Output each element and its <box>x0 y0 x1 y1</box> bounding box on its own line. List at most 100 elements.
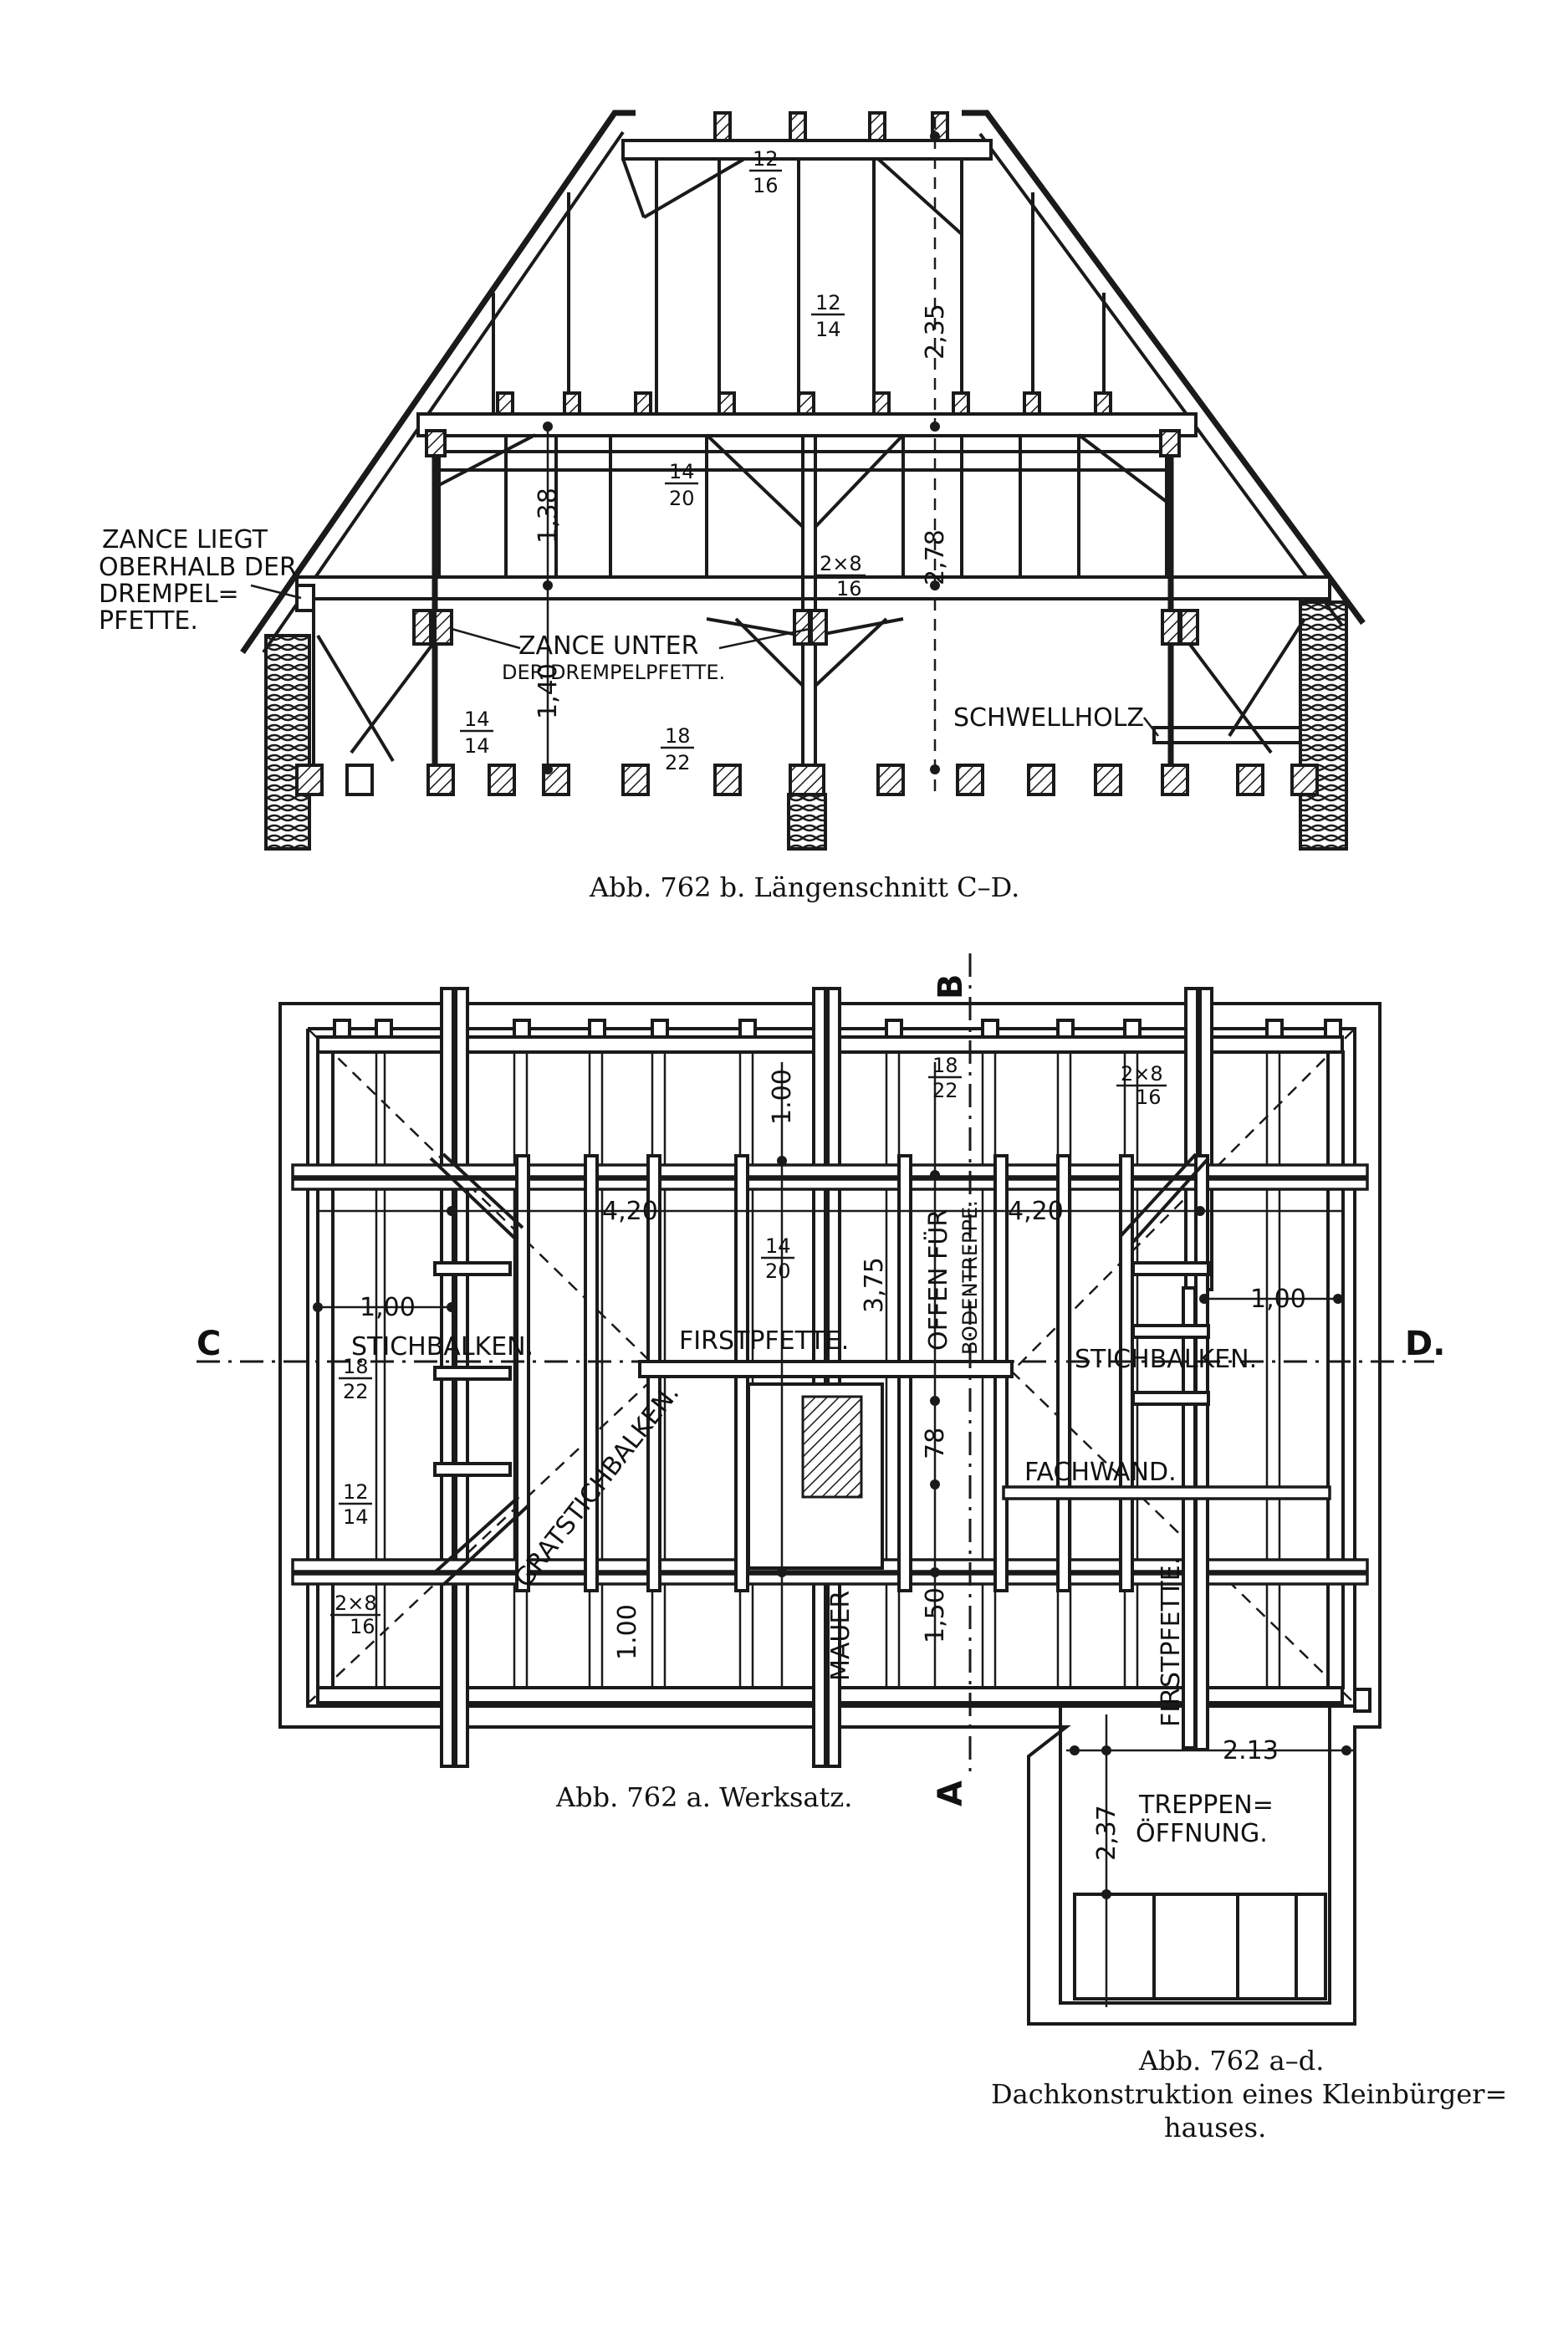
stichbalken-left-beams <box>433 1261 512 1477</box>
size-12-14: 12 14 <box>811 291 845 341</box>
figure-caption: Abb. 762 a–d. Dachkonstruktion eines Kle… <box>991 2045 1507 2143</box>
purlin-bottom-2 <box>291 1572 1369 1586</box>
purlin-cuts-middle <box>496 391 1112 416</box>
svg-text:22: 22 <box>343 1380 369 1403</box>
svg-text:2×8: 2×8 <box>820 552 862 575</box>
svg-text:ZANCE LIEGT: ZANCE LIEGT <box>102 525 268 554</box>
svg-text:PFETTE.: PFETTE. <box>99 606 198 636</box>
roof-slope-right-inner <box>978 132 1344 627</box>
plan-size-12-14: 12 14 <box>339 1480 372 1529</box>
note-zange-unter: ZANCE UNTER DER DREMPELPFETTE. <box>451 627 810 684</box>
left-wall <box>264 634 311 851</box>
stichbalken-right-beams <box>1131 1261 1210 1406</box>
stair-hatch <box>801 1395 863 1499</box>
note-zange-liegt: ZANCE LIEGT OBERHALB DER DREMPEL= PFETTE… <box>99 525 302 636</box>
stair-lower <box>1073 1893 1327 2000</box>
dim-138: 1,38 <box>534 488 563 544</box>
size-14-20: 14 20 <box>665 460 698 510</box>
svg-text:20: 20 <box>765 1259 791 1283</box>
svg-text:16: 16 <box>1136 1086 1162 1109</box>
upper-braces <box>621 157 963 236</box>
collar-posts <box>713 111 949 142</box>
firstpfette-beam <box>638 1360 1014 1378</box>
label-offen-2: BODENTREPPE. <box>958 1200 982 1355</box>
size-2x8-16: 2×8 16 <box>815 552 866 600</box>
svg-text:14: 14 <box>464 708 490 731</box>
label-treppen-2: ÖFFNUNG. <box>1136 1818 1268 1848</box>
svg-text:hauses.: hauses. <box>1164 2112 1266 2143</box>
beam-cuts-bottom <box>295 764 1319 796</box>
label-stichbalken-right: STICHBALKEN. <box>1075 1345 1257 1374</box>
svg-text:20: 20 <box>669 487 695 510</box>
svg-text:12: 12 <box>815 291 841 314</box>
svg-text:18: 18 <box>932 1054 958 1077</box>
dim-140: 1,40 <box>534 663 563 719</box>
plan-size-18-22-left: 18 22 <box>339 1355 372 1403</box>
label-mauer: MAUER <box>826 1591 856 1681</box>
svg-text:12: 12 <box>343 1480 369 1504</box>
svg-text:16: 16 <box>836 577 862 600</box>
grat-beams <box>429 1152 1210 1586</box>
label-firstpfette: FIRSTPFETTE. <box>679 1326 849 1356</box>
plan-dim-100-left: 1,00 <box>360 1293 416 1322</box>
purlin-top-2 <box>291 1178 1369 1191</box>
size-14-14: 14 14 <box>460 708 493 758</box>
plan-dim-420-left: 4,20 <box>602 1197 658 1226</box>
plan-size-2x8-16-left: 2×8 16 <box>330 1592 381 1638</box>
roof-slope-left-inner <box>262 130 625 654</box>
svg-text:2×8: 2×8 <box>1121 1062 1163 1086</box>
svg-text:DREMPEL=: DREMPEL= <box>99 580 239 609</box>
label-treppen-1: TREPPEN= <box>1138 1791 1274 1820</box>
svg-text:18: 18 <box>665 724 691 748</box>
dim-235: 2,35 <box>921 304 950 360</box>
label-fachwand: FACHWAND. <box>1024 1458 1177 1487</box>
dim-278: 2,78 <box>921 529 950 585</box>
plan-dim-237-text: 2,37 <box>1092 1805 1121 1861</box>
tie-beam <box>295 575 1331 600</box>
svg-text:14: 14 <box>669 460 695 483</box>
svg-text:2×8: 2×8 <box>335 1592 377 1615</box>
svg-text:22: 22 <box>665 751 691 774</box>
plan-dim-100-right: 1,00 <box>1250 1285 1306 1314</box>
purlin-top <box>291 1163 1369 1178</box>
svg-text:DER DREMPELPFETTE.: DER DREMPELPFETTE. <box>502 661 725 684</box>
section-mark-a: A <box>932 1781 970 1806</box>
svg-text:OBERHALB DER: OBERHALB DER <box>99 553 297 582</box>
plan-size-2x8-16-top: 2×8 16 <box>1116 1062 1167 1109</box>
caption-762a: Abb. 762 a. Werksatz. <box>555 1781 852 1813</box>
svg-text:16: 16 <box>350 1615 375 1638</box>
svg-text:14: 14 <box>343 1505 369 1529</box>
svg-text:22: 22 <box>932 1079 958 1102</box>
plan-dim-375: 3,75 <box>860 1257 889 1313</box>
right-wall <box>1299 600 1348 851</box>
svg-text:12: 12 <box>753 147 779 171</box>
svg-text:14: 14 <box>464 734 490 758</box>
svg-text:ZANCE UNTER: ZANCE UNTER <box>518 631 698 661</box>
upper-studs <box>492 159 1106 414</box>
plan-outline-inner <box>306 1027 1356 2005</box>
middle-beam <box>416 412 1198 437</box>
label-stichbalken-left: STICHBALKEN. <box>351 1332 534 1362</box>
floor-sill <box>1152 726 1302 744</box>
rafter-ends <box>333 1019 1371 1713</box>
plan-dim-150: 1,50 <box>921 1587 950 1643</box>
plan-size-18-22-top: 18 22 <box>928 1054 962 1102</box>
plan-dim-100-bottom: 1.00 <box>613 1604 642 1660</box>
roof-slope-left <box>240 110 636 654</box>
note-schwellholz: SCHWELLHOLZ <box>953 703 1144 733</box>
lower-braces <box>316 433 1306 763</box>
svg-text:16: 16 <box>753 174 779 197</box>
stair-lower-bars <box>1152 1894 1298 1999</box>
svg-text:14: 14 <box>765 1234 791 1258</box>
plan-outline-outer <box>278 1002 1382 2026</box>
plan-size-14-20: 14 20 <box>761 1234 794 1283</box>
center-wall <box>787 793 827 851</box>
plan-dim-420-right: 4,20 <box>1008 1197 1064 1226</box>
svg-text:Abb. 762 a–d.: Abb. 762 a–d. <box>1138 2045 1324 2077</box>
fachwand <box>1002 1485 1331 1500</box>
section-mark-d: D. <box>1405 1325 1445 1363</box>
wall-plate-left <box>316 1050 335 1689</box>
size-12-16: 12 16 <box>749 147 782 197</box>
plan-dim-213-text: 2.13 <box>1223 1736 1279 1765</box>
